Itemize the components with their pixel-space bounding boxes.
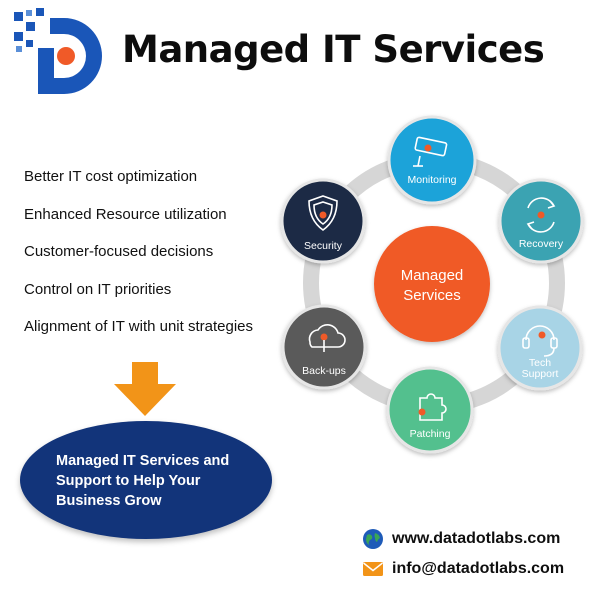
cta-text: Managed IT Services and Support to Help …: [56, 451, 256, 511]
node-label: Support: [522, 368, 559, 380]
node-recovery: Recovery: [498, 178, 584, 264]
cta-ellipse: [20, 421, 272, 539]
node-tech-support: Tech Support: [497, 305, 583, 391]
benefit-item: Alignment of IT with unit strategies: [24, 318, 253, 335]
website-contact[interactable]: www.datadotlabs.com: [362, 528, 560, 550]
node-label: Recovery: [519, 238, 564, 250]
puzzle-icon: [419, 393, 447, 421]
center-label: Managed: [401, 267, 464, 284]
camera-icon: [413, 136, 448, 167]
node-security: Security: [280, 178, 366, 264]
down-arrow-icon: [114, 362, 176, 416]
page-title: Managed IT Services: [122, 28, 545, 71]
benefit-item: Customer-focused decisions: [24, 243, 214, 260]
cloud-upload-icon: [308, 324, 346, 348]
mail-icon: [363, 562, 383, 576]
center-label: Services: [403, 287, 461, 304]
shield-icon: [308, 195, 338, 231]
benefit-item: Enhanced Resource utilization: [24, 205, 227, 223]
headset-icon: [522, 325, 558, 357]
company-logo: [14, 8, 102, 94]
node-backups: Back-ups: [281, 304, 367, 390]
node-label: Patching: [410, 428, 451, 440]
email-contact[interactable]: info@datadotlabs.com: [362, 558, 564, 580]
center-node: Managed Services: [374, 226, 490, 342]
recovery-icon: [526, 197, 556, 233]
website-link[interactable]: www.datadotlabs.com: [392, 530, 561, 547]
benefit-item: Control on IT priorities: [24, 280, 172, 298]
email-link[interactable]: info@datadotlabs.com: [392, 560, 565, 577]
node-label: Tech: [529, 357, 551, 369]
cta-line: Support to Help Your: [56, 473, 201, 489]
cta-line: Managed IT Services and: [56, 453, 230, 469]
benefits-list: Better IT cost optimization Enhanced Res…: [24, 168, 253, 356]
cta-line: Business Grow: [56, 493, 162, 509]
node-label: Back-ups: [302, 365, 346, 377]
node-monitoring: Monitoring: [387, 115, 477, 205]
benefit-item: Better IT cost optimization: [24, 168, 198, 185]
node-label: Monitoring: [407, 174, 456, 186]
node-patching: Patching: [386, 366, 474, 454]
globe-icon: [363, 529, 383, 549]
services-diagram: Managed Services Monitoring Recovery: [280, 115, 584, 454]
node-label: Security: [304, 240, 343, 252]
